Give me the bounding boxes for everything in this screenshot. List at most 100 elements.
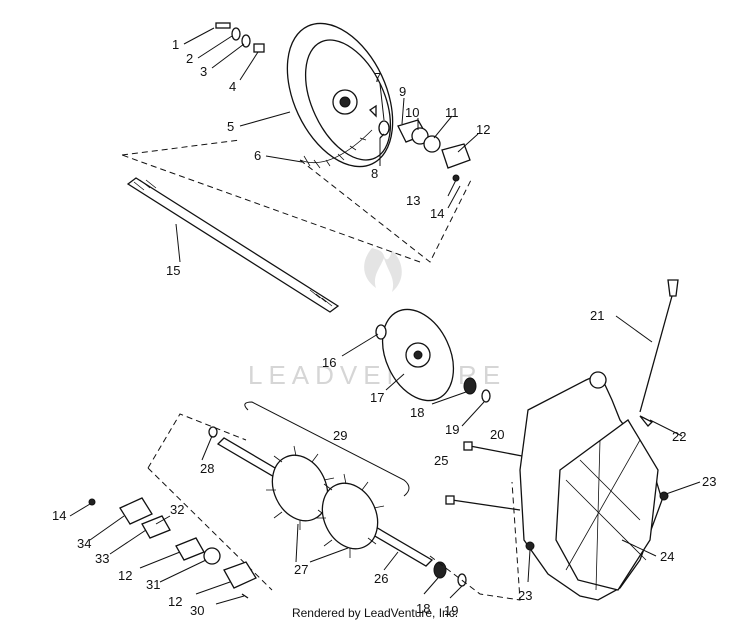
bearing-part-10	[411, 127, 429, 145]
callout-32: 32	[170, 502, 184, 517]
nut-part-14b	[88, 498, 96, 506]
chaincase-boss	[589, 371, 607, 389]
callout-12b: 12	[118, 568, 132, 583]
callout-19: 19	[445, 422, 459, 437]
callout-2: 2	[186, 51, 193, 66]
flange-part-34	[119, 497, 153, 525]
footer-credit: Rendered by LeadVenture, Inc.	[291, 606, 459, 620]
driveshaft-part	[126, 177, 340, 313]
callout-1: 1	[172, 37, 179, 52]
brake-disc-bore	[413, 350, 423, 360]
callout-21: 21	[590, 308, 604, 323]
callout-29: 29	[333, 428, 347, 443]
watermark-text: LEADVENTURE	[248, 360, 506, 390]
chaincase-ribs	[565, 439, 647, 591]
bearing-group-lower	[88, 497, 257, 599]
callout-34: 34	[77, 536, 91, 551]
bearing-part-18b	[433, 561, 447, 579]
leader-lines	[69, 27, 701, 605]
callout-3: 3	[200, 64, 207, 79]
drive-chain	[299, 129, 373, 169]
seal-part-19	[481, 389, 491, 403]
brake-disc-group	[375, 308, 491, 403]
callout-33: 33	[95, 551, 109, 566]
callout-18b: 18	[416, 601, 430, 616]
pulley-shaft-stub	[368, 104, 377, 118]
callout-26: 26	[374, 571, 388, 586]
callout-22: 22	[672, 429, 686, 444]
screw-part-8	[379, 133, 385, 139]
flange-part-12	[441, 143, 471, 169]
callout-24: 24	[660, 549, 674, 564]
track-driveshaft-group	[208, 426, 467, 587]
callout-9: 9	[399, 84, 406, 99]
callout-12: 12	[476, 122, 490, 137]
chaincase-bolts	[445, 441, 523, 511]
callout-15: 15	[166, 263, 180, 278]
callout-13: 13	[406, 193, 420, 208]
callout-20: 20	[490, 427, 504, 442]
callout-4: 4	[229, 79, 236, 94]
bearing-part-11	[423, 135, 441, 153]
callout-7: 7	[374, 70, 381, 85]
callout-25: 25	[434, 453, 448, 468]
screw-part-30	[241, 593, 249, 599]
spacer-part	[253, 43, 265, 53]
bolt-head-25	[445, 495, 455, 505]
drive-sprocket-group	[286, 22, 394, 169]
pulley-hub-bore	[339, 96, 351, 108]
drive-sprocket-right	[316, 473, 385, 558]
callout-labels: 1 2 3 4 5 6 7 8 9 10 11 12 13 14 15 16 1…	[52, 37, 716, 618]
callout-10: 10	[405, 105, 419, 120]
callout-30: 30	[190, 603, 204, 618]
clip-part-22	[639, 415, 654, 427]
watermark: LEADVENTURE	[248, 248, 506, 390]
dipstick-cap-part	[667, 279, 679, 297]
chaincase-group	[519, 279, 679, 601]
flange-part-33	[141, 515, 171, 539]
callout-31: 31	[146, 577, 160, 592]
sprocket-right-teeth	[316, 473, 385, 558]
callout-6: 6	[254, 148, 261, 163]
callout-8: 8	[371, 166, 378, 181]
washer-part	[231, 27, 241, 41]
chaincase-cover-part	[555, 419, 659, 591]
callout-23: 23	[702, 474, 716, 489]
callout-14b: 14	[52, 508, 66, 523]
bearing-part-18	[463, 377, 477, 395]
callout-11: 11	[445, 105, 459, 120]
bearing-group-upper	[378, 119, 471, 182]
bracket-29	[244, 401, 410, 497]
sprocket-left-body	[271, 454, 329, 522]
sprocket-right-body	[321, 482, 379, 550]
washer-part-7	[378, 120, 390, 136]
callout-14: 14	[430, 206, 444, 221]
callout-28: 28	[200, 461, 214, 476]
seal-part-19b	[457, 573, 467, 587]
plug-part-28	[208, 426, 218, 438]
callout-17: 17	[370, 390, 384, 405]
assembly-boundary-upper	[121, 139, 473, 263]
callout-16: 16	[322, 355, 336, 370]
nut-part-23b	[525, 541, 535, 551]
bearing-part-31	[203, 547, 221, 565]
callout-23b: 23	[518, 588, 532, 603]
flange-part-12c	[223, 561, 257, 589]
hardware-top-left	[215, 22, 265, 53]
driveshaft-group	[126, 177, 340, 313]
bolt-part-25	[451, 499, 521, 511]
callout-5: 5	[227, 119, 234, 134]
flange-part-12b	[175, 537, 205, 561]
dipstick-part-21	[639, 295, 673, 413]
callout-12c: 12	[168, 594, 182, 609]
bolt-head-20	[463, 441, 473, 451]
flame-logo-icon	[364, 248, 402, 292]
drive-sprocket-left	[266, 445, 335, 530]
snap-ring-part-16	[375, 324, 387, 340]
callout-27: 27	[294, 562, 308, 577]
bolt-part	[215, 22, 231, 29]
bolt-part-20	[469, 445, 523, 457]
callout-18: 18	[410, 405, 424, 420]
driveshaft-splines	[133, 179, 333, 307]
